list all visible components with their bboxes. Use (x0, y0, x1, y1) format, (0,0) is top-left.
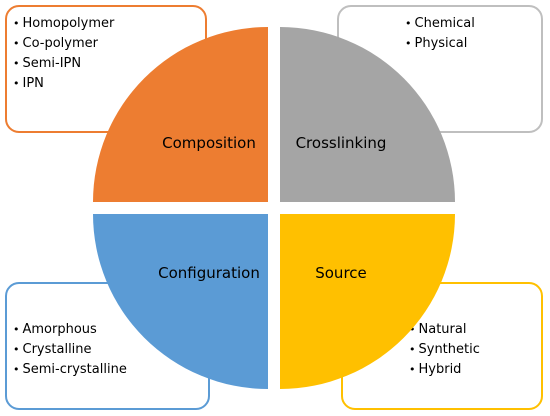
composition-list: •Homopolymer •Co-polymer •Semi-IPN •IPN (13, 14, 114, 94)
list-item: •Crystalline (13, 342, 92, 357)
list-item: •Semi-IPN (13, 56, 82, 71)
list-item: •Semi-crystalline (13, 362, 127, 377)
source-label: Source (315, 264, 367, 282)
list-item: •Physical (405, 36, 468, 51)
composition-label: Composition (162, 134, 256, 152)
source-list: •Natural •Synthetic •Hybrid (409, 320, 480, 380)
source-quadrant (280, 214, 455, 389)
list-item: •Synthetic (409, 342, 480, 357)
list-item: •Chemical (405, 16, 475, 31)
list-item: •IPN (13, 76, 44, 91)
crosslinking-label: Crosslinking (296, 134, 387, 152)
crosslinking-quadrant (280, 27, 455, 202)
list-item: •Hybrid (409, 362, 462, 377)
configuration-label: Configuration (158, 264, 260, 282)
list-item: •Homopolymer (13, 16, 115, 31)
crosslinking-list: •Chemical •Physical (405, 14, 475, 54)
list-item: •Co-polymer (13, 36, 98, 51)
list-item: •Natural (409, 322, 467, 337)
composition-quadrant (93, 27, 268, 202)
configuration-quadrant (93, 214, 268, 389)
configuration-list: •Amorphous •Crystalline •Semi-crystallin… (13, 320, 127, 380)
list-item: •Amorphous (13, 322, 97, 337)
